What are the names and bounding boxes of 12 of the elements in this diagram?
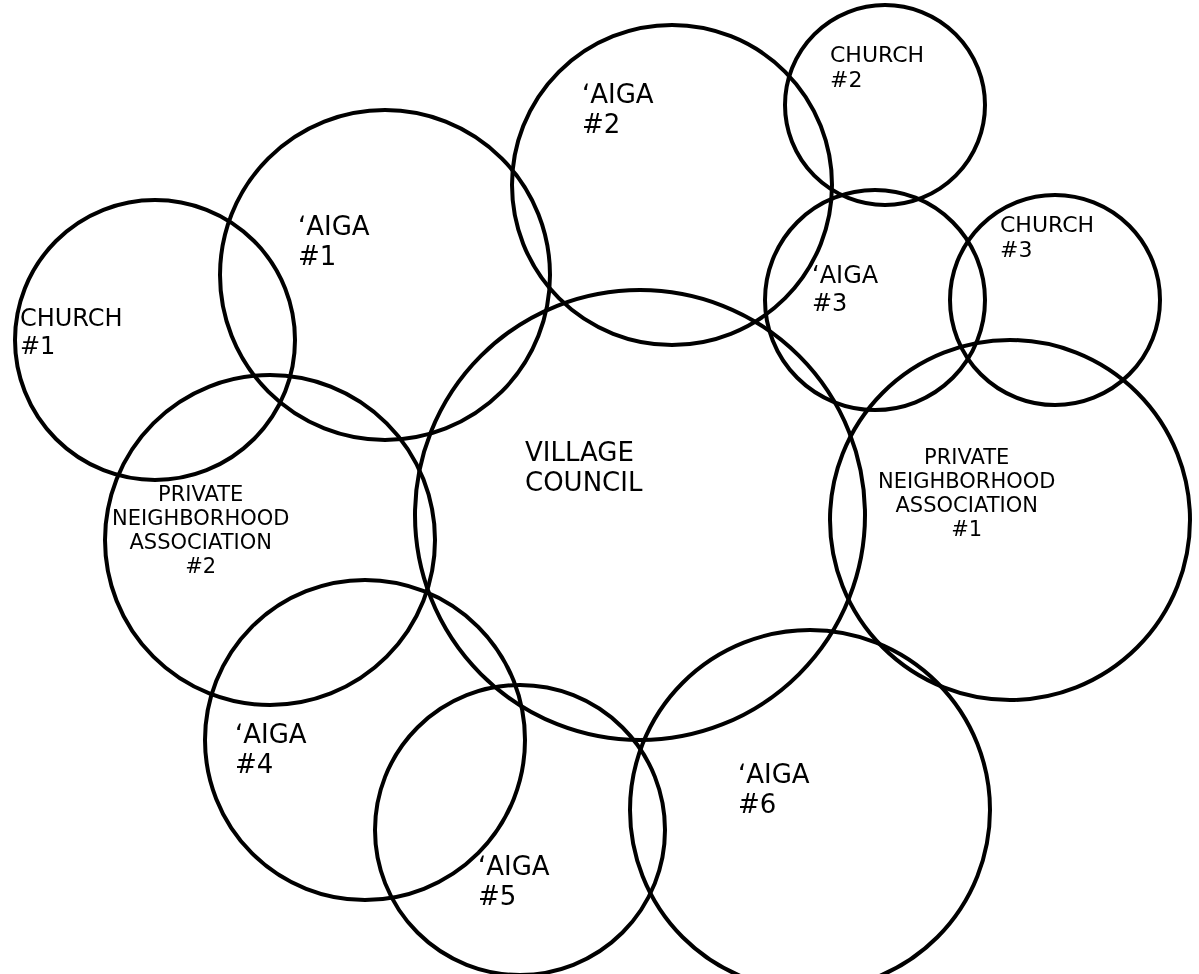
group-label: ʻAIGA #4 [235,720,307,780]
group-label: ʻAIGA #2 [582,80,654,140]
group-label: ʻAIGA #3 [812,262,879,318]
group-label: VILLAGE COUNCIL [525,438,643,498]
group-label: ʻAIGA #1 [298,212,370,272]
group-label: ʻAIGA #6 [738,760,810,820]
group-label: CHURCH #1 [20,305,123,361]
group-label: CHURCH #2 [830,42,925,93]
group-label: PRIVATE NEIGHBORHOOD ASSOCIATION #2 [112,482,290,579]
group-label: CHURCH #3 [1000,212,1095,263]
group-label: ʻAIGA #5 [478,852,550,912]
group-label: PRIVATE NEIGHBORHOOD ASSOCIATION #1 [878,445,1056,542]
